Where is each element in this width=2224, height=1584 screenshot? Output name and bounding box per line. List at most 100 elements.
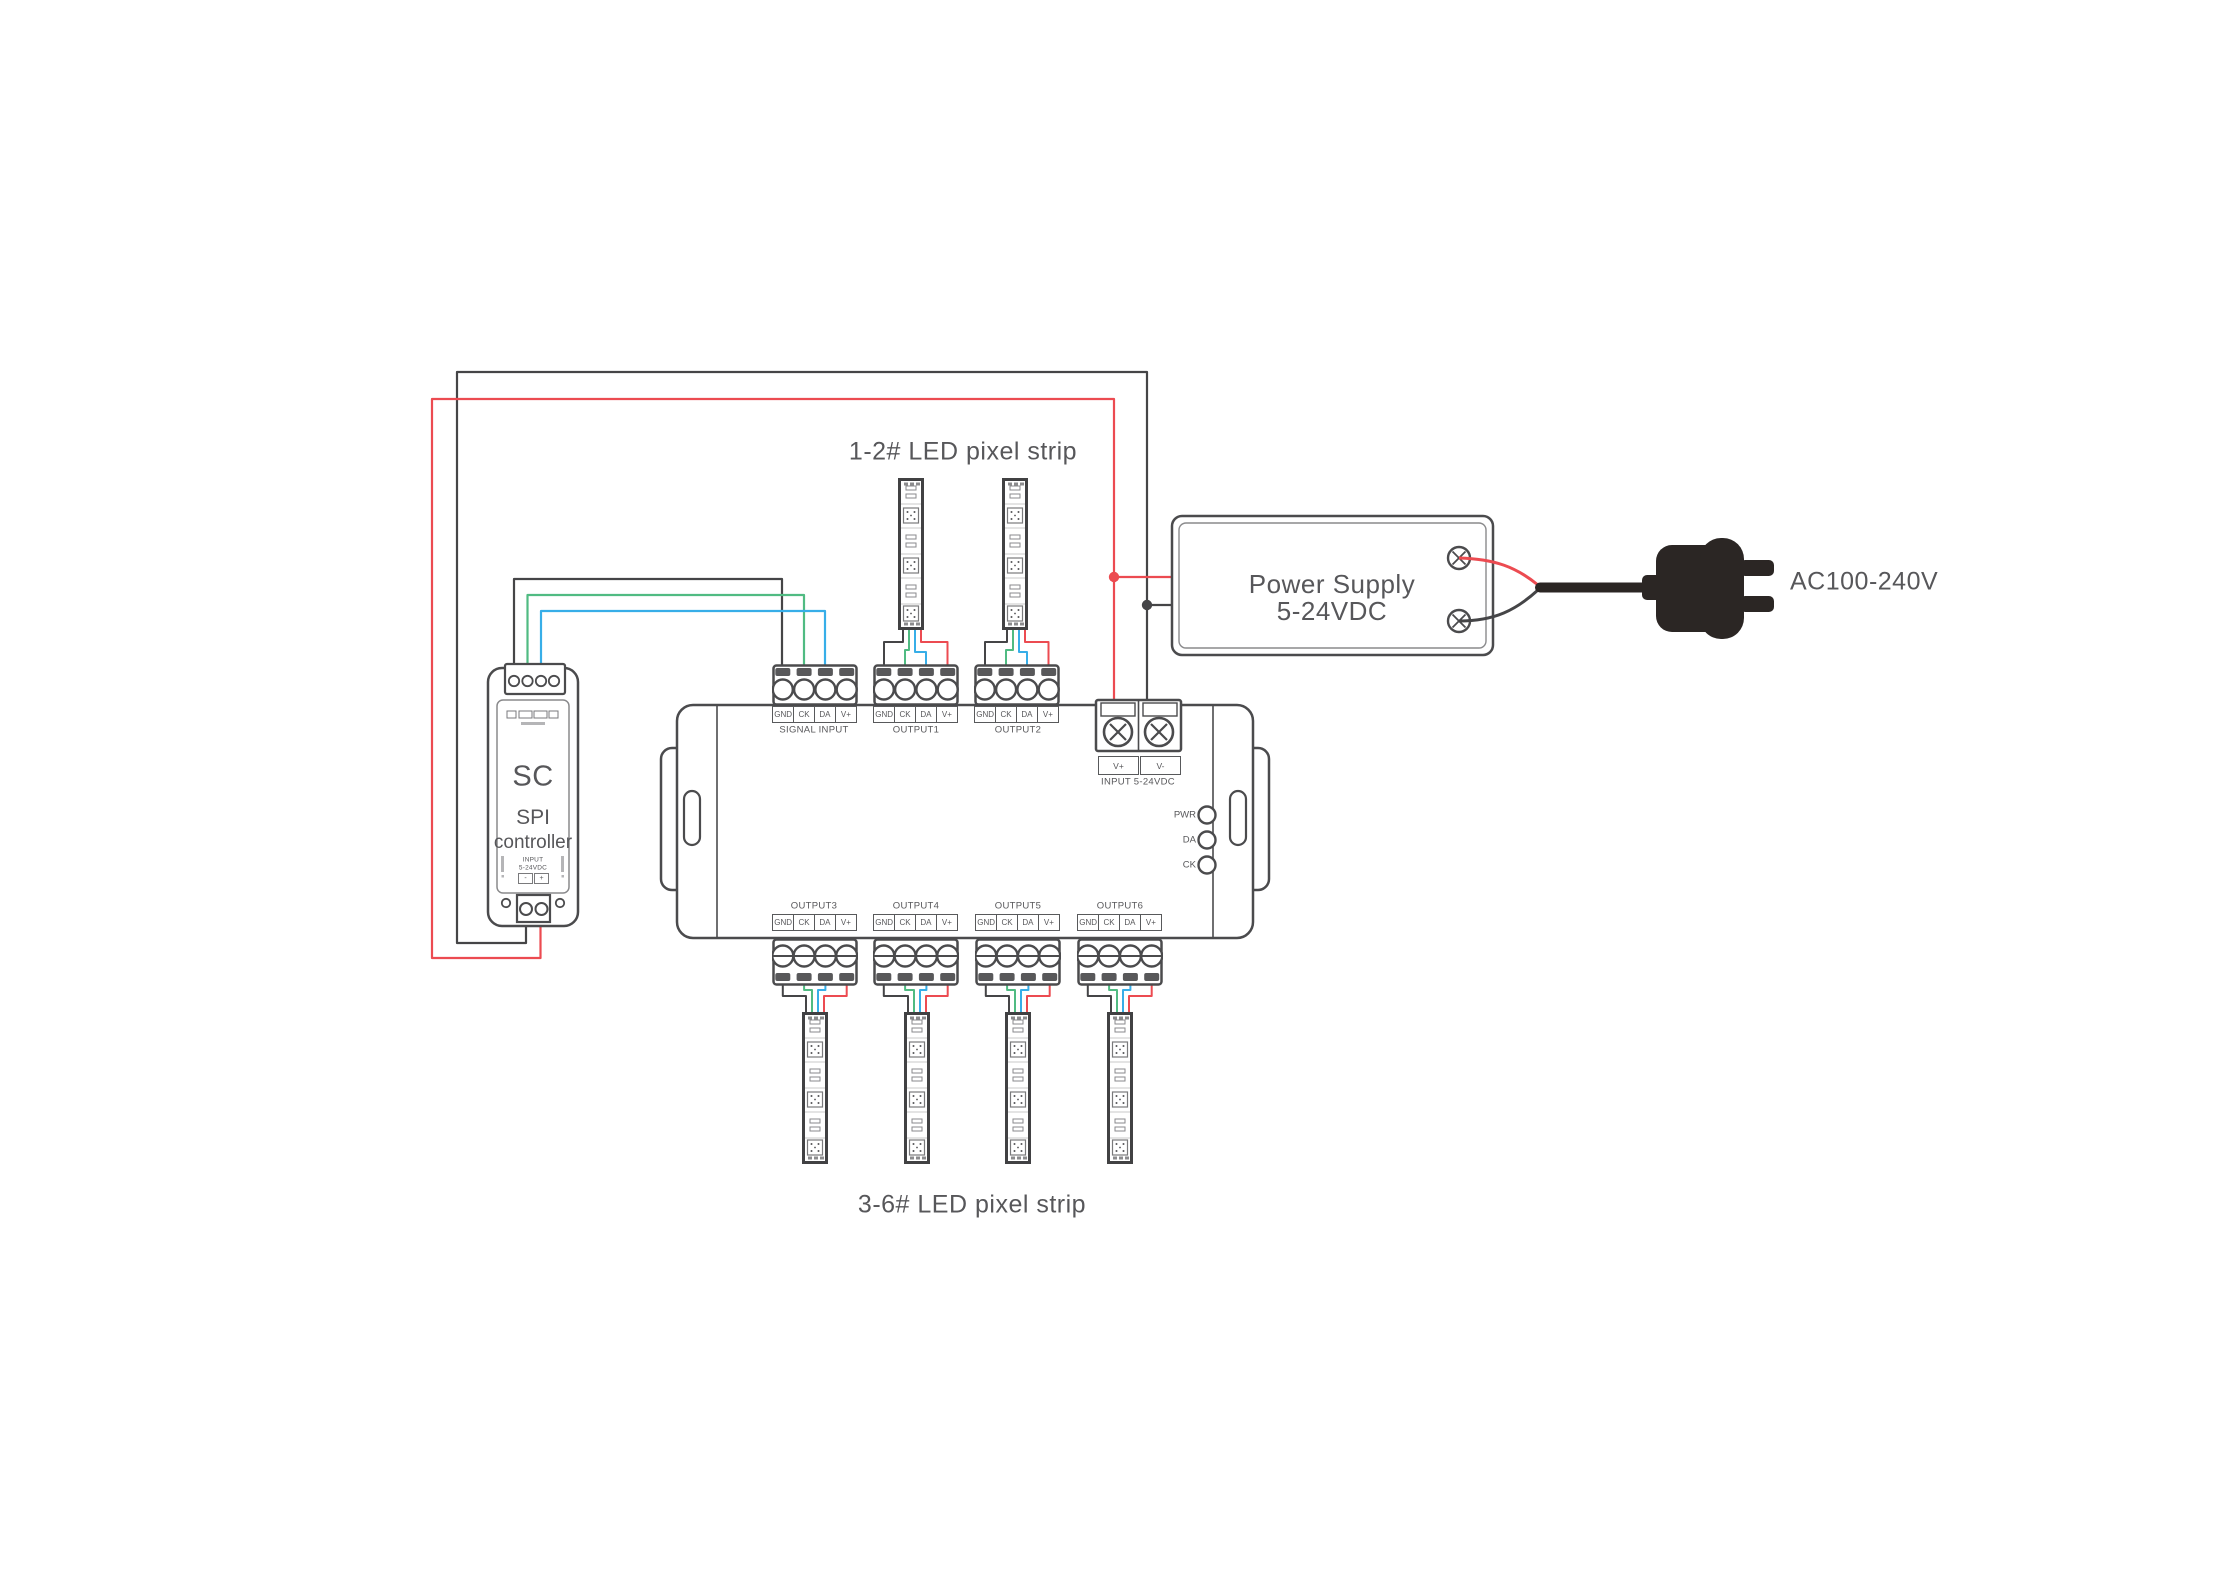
caption-output5: OUTPUT5 xyxy=(994,900,1042,912)
pin-ck: CK xyxy=(1097,914,1121,931)
sc-top-terminal-block xyxy=(503,662,567,696)
pin-ck: CK xyxy=(792,914,816,931)
strip2-vplus xyxy=(1024,630,1050,669)
sc-minus-box: - xyxy=(518,873,533,884)
dc-vminus-box: V- xyxy=(1140,756,1181,775)
status-led-circles xyxy=(1197,805,1217,875)
pin-da: DA xyxy=(914,706,938,723)
dc-input-block xyxy=(1094,698,1183,753)
ac-cord-and-plug xyxy=(1458,538,1774,639)
sc-plus-box: + xyxy=(534,873,549,884)
led-label-ck: CK xyxy=(1182,859,1196,871)
strip1-gnd xyxy=(883,630,904,669)
pin-vplus: V+ xyxy=(1037,914,1060,931)
led-label-pwr: PWR xyxy=(1173,809,1196,821)
led-strip-2 xyxy=(1002,478,1028,630)
pin-ck: CK xyxy=(893,706,917,723)
sc-input-line2: 5-24VDC xyxy=(518,864,548,872)
sc-side-marks xyxy=(501,856,564,878)
caption-output6: OUTPUT6 xyxy=(1096,900,1144,912)
strip6-vplus xyxy=(1128,980,1153,1012)
bottom-strips-label: 3-6# LED pixel strip xyxy=(857,1190,1087,1219)
pin-gnd: GND xyxy=(873,706,896,723)
pin-da: DA xyxy=(1016,914,1040,931)
sc-type-line1: SPI xyxy=(516,806,550,829)
ac-voltage-label: AC100-240V xyxy=(1790,567,1939,596)
pins-output3: GND CK DA V+ xyxy=(772,914,857,931)
caption-output4: OUTPUT4 xyxy=(892,900,940,912)
dc-vplus-box: V+ xyxy=(1098,756,1139,775)
dc-pad-vminus xyxy=(1142,702,1178,717)
mount-hole-right xyxy=(1228,789,1248,847)
psu-inner xyxy=(1178,522,1487,649)
sc-dip-legend xyxy=(506,710,559,719)
led-strip-3 xyxy=(802,1012,828,1164)
junction-dot-positive xyxy=(1108,571,1120,583)
sc-top-terminal-4 xyxy=(547,674,561,688)
pins-output4: GND CK DA V+ xyxy=(873,914,958,931)
pin-gnd: GND xyxy=(1077,914,1100,931)
strip1-da xyxy=(914,630,927,669)
pin-da: DA xyxy=(813,914,837,931)
pin-vplus: V+ xyxy=(1139,914,1162,931)
pins-output1: GND CK DA V+ xyxy=(873,706,958,723)
sc-top-terminal-3 xyxy=(534,674,548,688)
signal-wires xyxy=(512,577,827,677)
wire-signal-gnd xyxy=(512,577,784,677)
led-strip-6 xyxy=(1107,1012,1133,1164)
led-strip-5 xyxy=(1005,1012,1031,1164)
plug-face xyxy=(1700,538,1744,639)
plug-prong-top xyxy=(1740,560,1774,576)
led-label-da: DA xyxy=(1182,834,1196,846)
strip6-gnd xyxy=(1086,980,1112,1012)
sc-screw-right xyxy=(554,897,566,909)
sc-top-terminal-1 xyxy=(507,674,521,688)
plug-prong-bottom xyxy=(1740,596,1774,612)
sc-screw-left xyxy=(500,897,512,909)
pin-gnd: GND xyxy=(974,706,997,723)
ac-wire-live xyxy=(1458,556,1539,587)
strip5-vplus xyxy=(1026,980,1051,1012)
mount-hole-left xyxy=(682,789,702,847)
top-strips-label: 1-2# LED pixel strip xyxy=(848,437,1078,466)
sc-legend-text-bar xyxy=(521,722,545,725)
sc-model-label: SC xyxy=(512,760,554,793)
strip2-ck xyxy=(1005,630,1014,669)
caption-output1: OUTPUT1 xyxy=(892,724,940,736)
strip1-ck xyxy=(904,630,910,669)
pin-vplus: V+ xyxy=(1036,706,1059,723)
terminal-block-output5 xyxy=(975,938,1061,986)
strip4-gnd xyxy=(882,980,909,1012)
top-strip-wires xyxy=(883,630,1050,669)
pin-gnd: GND xyxy=(772,706,795,723)
pin-ck: CK xyxy=(792,706,816,723)
pin-vplus: V+ xyxy=(935,706,958,723)
terminal-block-output3 xyxy=(772,938,858,986)
pin-ck: CK xyxy=(893,914,917,931)
strip2-da xyxy=(1018,630,1028,669)
pin-da: DA xyxy=(1118,914,1142,931)
wire-signal-da xyxy=(539,609,827,677)
sc-bottom-terminal-neg xyxy=(519,902,533,916)
sc-front-panel xyxy=(496,699,570,894)
junction-dot-negative xyxy=(1141,599,1153,611)
pins-output2: GND CK DA V+ xyxy=(974,706,1059,723)
pin-da: DA xyxy=(813,706,837,723)
dc-pad-vplus xyxy=(1100,702,1136,717)
power-supply-line2: 5-24VDC xyxy=(1276,596,1388,626)
pins-output6: GND CK DA V+ xyxy=(1077,914,1162,931)
pin-vplus: V+ xyxy=(834,706,857,723)
terminal-block-output1 xyxy=(873,664,959,706)
pin-gnd: GND xyxy=(873,914,896,931)
terminal-block-output6 xyxy=(1077,938,1163,986)
pin-gnd: GND xyxy=(772,914,795,931)
terminal-block-signal-input xyxy=(772,664,858,706)
dc-input-caption: INPUT 5-24VDC xyxy=(1101,776,1175,788)
terminal-block-output2 xyxy=(974,664,1060,706)
pin-vplus: V+ xyxy=(935,914,958,931)
terminal-block-output4 xyxy=(873,938,959,986)
sc-input-line1: INPUT xyxy=(522,856,544,864)
pin-da: DA xyxy=(1015,706,1039,723)
